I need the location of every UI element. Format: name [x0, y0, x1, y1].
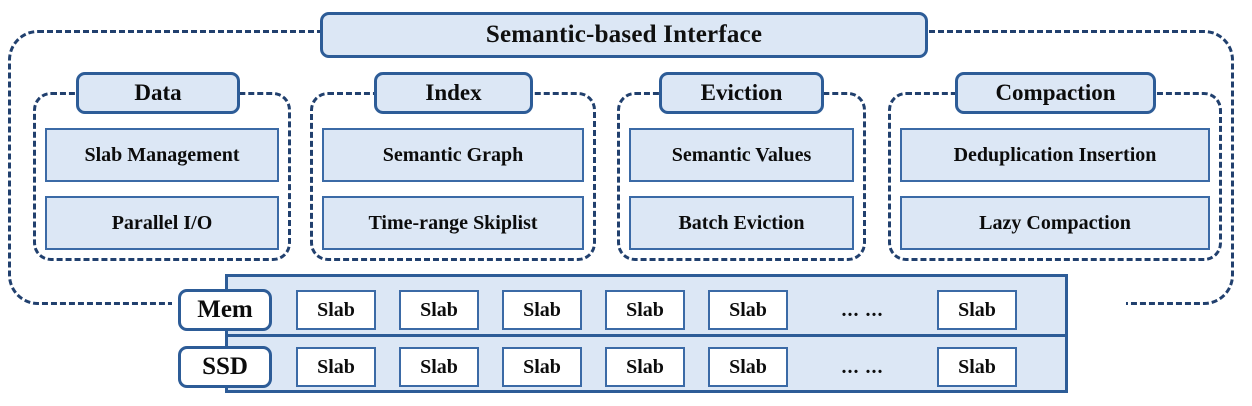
semantic-based-interface-bar: Semantic-based Interface	[320, 12, 928, 58]
slab-ellipsis: ... ...	[841, 355, 884, 378]
module-item-parallel-io: Parallel I/O	[45, 196, 279, 250]
slab-row-ssd: Slab Slab Slab Slab Slab ... ... Slab	[296, 347, 1040, 387]
module-title-data: Data	[76, 72, 240, 114]
slab-box: Slab	[399, 347, 479, 387]
module-item-batch-eviction: Batch Eviction	[629, 196, 854, 250]
module-item-semantic-values: Semantic Values	[629, 128, 854, 182]
module-title-index: Index	[374, 72, 533, 114]
slab-box: Slab	[296, 347, 376, 387]
module-title-compaction: Compaction	[955, 72, 1156, 114]
slab-box: Slab	[399, 290, 479, 330]
module-item-slab-management: Slab Management	[45, 128, 279, 182]
slab-box: Slab	[605, 347, 685, 387]
slab-ellipsis: ... ...	[841, 298, 884, 321]
module-item-time-range-skiplist: Time-range Skiplist	[322, 196, 584, 250]
slab-box: Slab	[605, 290, 685, 330]
module-item-lazy-compaction: Lazy Compaction	[900, 196, 1210, 250]
slab-box: Slab	[502, 290, 582, 330]
tier-label-ssd: SSD	[178, 346, 272, 388]
slab-box: Slab	[502, 347, 582, 387]
slab-row-mem: Slab Slab Slab Slab Slab ... ... Slab	[296, 290, 1040, 330]
slab-box: Slab	[296, 290, 376, 330]
storage-tier-divider	[228, 334, 1065, 337]
slab-box: Slab	[708, 347, 788, 387]
slab-box-tail: Slab	[937, 290, 1017, 330]
mask-storage-right	[1066, 290, 1126, 322]
module-title-eviction: Eviction	[659, 72, 824, 114]
module-item-semantic-graph: Semantic Graph	[322, 128, 584, 182]
tier-label-mem: Mem	[178, 289, 272, 331]
module-item-deduplication-insertion: Deduplication Insertion	[900, 128, 1210, 182]
slab-box-tail: Slab	[937, 347, 1017, 387]
slab-box: Slab	[708, 290, 788, 330]
